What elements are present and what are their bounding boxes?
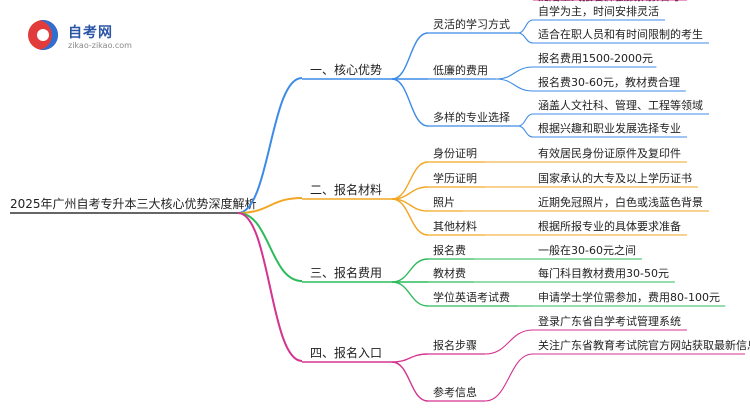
subtopic-connector <box>391 198 429 236</box>
subtopic-label: 报名费 <box>433 243 466 257</box>
subtopic-label: 报名步骤 <box>433 338 477 352</box>
detail-label: 完成正式报名和缴费 <box>538 0 637 3</box>
site-logo: 自考网 zikao-zikao.com <box>28 18 138 58</box>
subtopic-label: 学位英语考试费 <box>433 290 510 304</box>
subtopic-connector <box>391 281 429 307</box>
branch-label: 二、报名材料 <box>310 182 382 197</box>
detail-label: 近期免冠照片，白色或浅蓝色背景 <box>538 195 703 209</box>
detail-connector <box>517 113 534 127</box>
detail-label: 登录广东省自学考试管理系统 <box>538 314 681 328</box>
subtopic-connector <box>391 78 429 127</box>
subtopic-label: 照片 <box>433 196 455 209</box>
detail-connector <box>495 66 534 80</box>
detail-connector <box>517 32 534 44</box>
detail-connector <box>484 329 534 355</box>
detail-label: 每门科目教材费用30-50元 <box>538 266 669 280</box>
detail-label: 适合在职人员和有时间限制的考生 <box>538 27 703 41</box>
detail-label: 有效居民身份证原件及复印件 <box>538 146 681 160</box>
subtopic-connector <box>391 258 429 283</box>
detail-label: 一般在30-60元之间 <box>538 243 636 257</box>
root-topic: 2025年广州自考专升本三大核心优势深度解析 <box>10 196 257 211</box>
subtopic-label: 身份证明 <box>433 146 477 160</box>
subtopic-label: 多样的专业选择 <box>433 110 510 124</box>
subtopic-connector <box>391 353 429 363</box>
subtopic-label: 其他材料 <box>433 219 477 233</box>
subtopic-label: 学历证明 <box>433 171 477 185</box>
detail-label: 报名费用1500-2000元 <box>538 51 653 65</box>
subtopic-label: 灵活的学习方式 <box>433 17 510 31</box>
detail-connector <box>495 78 534 92</box>
detail-label: 填写个人信息并获取预报名号 <box>538 0 681 3</box>
subtopic-connector <box>391 32 429 80</box>
subtopic-label: 教材费 <box>433 266 466 280</box>
branch-label: 三、报名费用 <box>310 265 382 280</box>
detail-label: 涵盖人文社科、管理、工程等领域 <box>538 98 703 112</box>
branch-connector <box>237 212 303 362</box>
detail-label: 关注广东省教育考试院官方网站获取最新信息 <box>538 338 750 352</box>
detail-label: 自学为主，时间安排灵活 <box>538 4 659 18</box>
branch-connector <box>237 212 303 282</box>
detail-label: 根据所报专业的具体要求准备 <box>538 219 681 233</box>
logo-icon <box>28 20 58 50</box>
detail-connector <box>517 19 534 34</box>
detail-label: 报名费30-60元，教材费合理 <box>538 75 680 89</box>
detail-connector <box>517 125 534 138</box>
detail-connector <box>484 353 534 402</box>
subtopic-label: 参考信息 <box>433 385 477 399</box>
subtopic-connector <box>391 161 429 200</box>
branch-connector <box>237 197 303 214</box>
subtopic-label: 低廉的费用 <box>433 63 488 77</box>
logo-subtitle: zikao-zikao.com <box>68 41 132 50</box>
branch-label: 四、报名入口 <box>310 345 382 360</box>
branch-label: 一、核心优势 <box>310 63 382 77</box>
detail-label: 根据兴趣和职业发展选择专业 <box>538 121 681 135</box>
logo-title: 自考网 <box>68 25 113 41</box>
branch-connector <box>237 77 303 214</box>
detail-label: 国家承认的大专及以上学历证书 <box>538 171 692 185</box>
detail-label: 申请学士学位需参加，费用80-100元 <box>538 290 720 304</box>
subtopic-connector <box>391 361 429 402</box>
